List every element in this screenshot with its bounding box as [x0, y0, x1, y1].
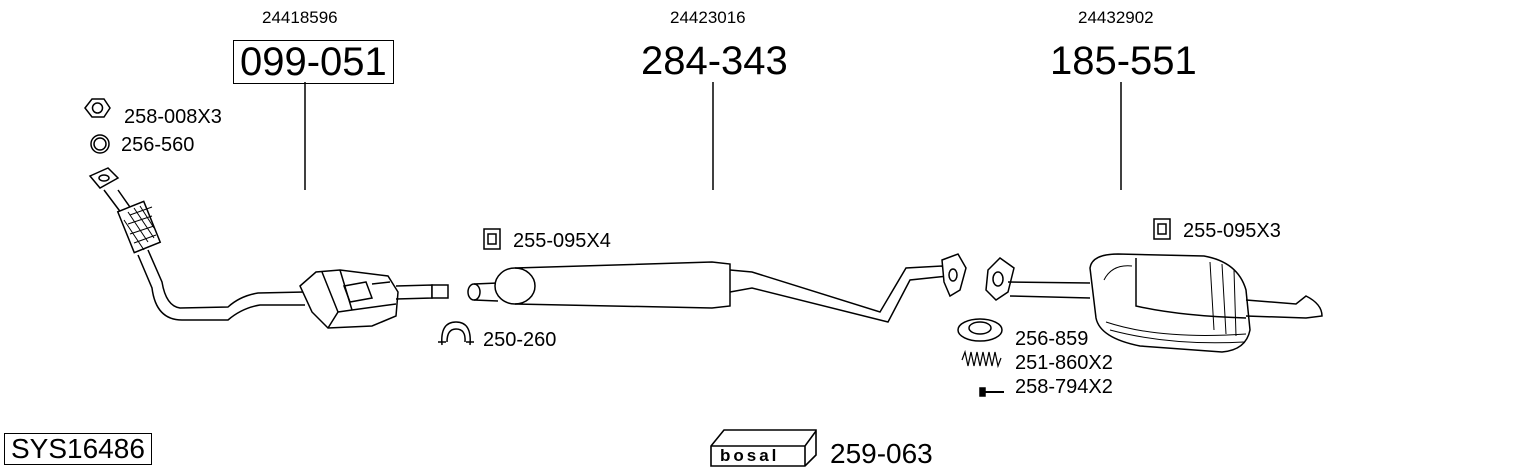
spring-icon	[961, 349, 1002, 369]
middle-pipe-silencer	[467, 253, 967, 323]
gasket-ring-label[interactable]: 256-560	[121, 134, 195, 156]
system-code: SYS16486	[4, 433, 152, 465]
part-number[interactable]: 099-051	[233, 40, 394, 84]
bolt-label[interactable]: 258-794X2	[1015, 376, 1113, 398]
front-pipe-catalyst	[88, 167, 449, 329]
rear-silencer	[985, 253, 1323, 353]
gasket-ring-icon	[90, 134, 110, 154]
seal-label[interactable]: 256-859	[1015, 328, 1089, 350]
part-number[interactable]: 284-343	[641, 39, 788, 83]
bolt-icon	[979, 387, 1004, 397]
oem-number: 24418596	[262, 8, 338, 27]
clamp-icon	[438, 321, 474, 346]
part-number[interactable]: 185-551	[1050, 39, 1197, 83]
clamp-label[interactable]: 250-260	[483, 329, 557, 351]
nut-label[interactable]: 258-008X3	[124, 106, 222, 128]
kit-code[interactable]: 259-063	[830, 438, 933, 469]
oem-number: 24432902	[1078, 8, 1154, 27]
oem-number: 24423016	[670, 8, 746, 27]
nut-icon	[84, 98, 111, 118]
spring-label[interactable]: 251-860X2	[1015, 352, 1113, 374]
hanger-front-icon	[483, 228, 501, 250]
hanger-rear-label[interactable]: 255-095X3	[1183, 220, 1281, 242]
brand-logo-text: bosal	[720, 446, 780, 465]
seal-icon	[957, 318, 1003, 342]
hanger-front-label[interactable]: 255-095X4	[513, 230, 611, 252]
hanger-rear-icon	[1153, 218, 1171, 240]
bosal-logo-icon	[710, 429, 817, 467]
